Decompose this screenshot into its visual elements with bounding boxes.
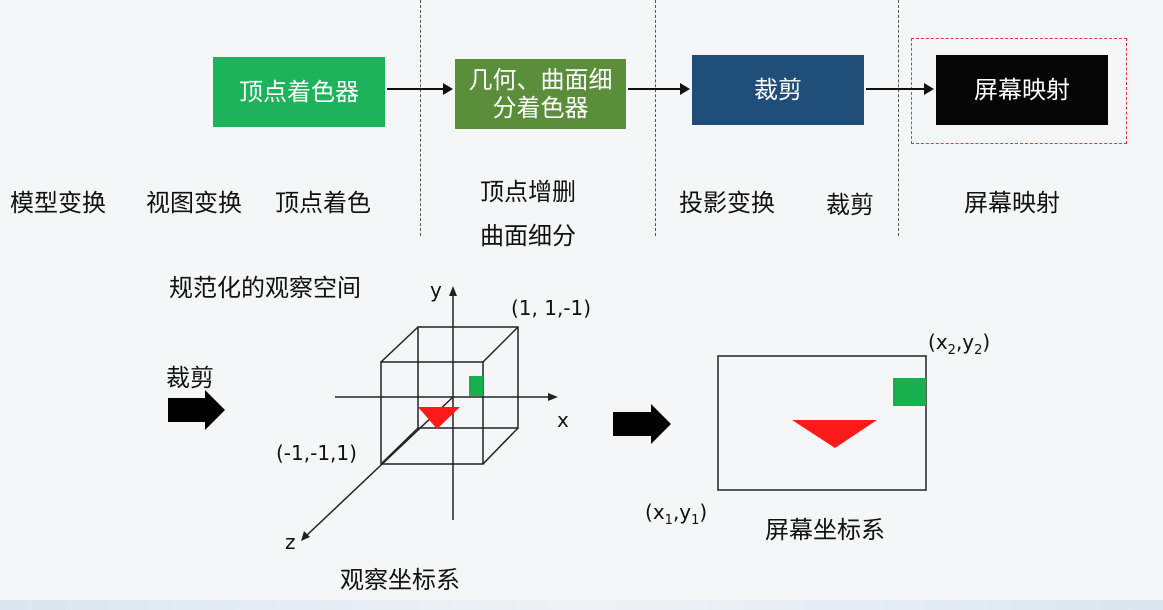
vertex-shader-box: 顶点着色器 — [213, 57, 385, 127]
vertex-add-delete-text: 顶点增删 — [480, 178, 576, 206]
clipping-step-text: 裁剪 — [826, 191, 874, 219]
projection-text: 投影变换 — [679, 189, 775, 217]
clipping-label: 裁剪 — [754, 76, 802, 104]
clipped-square — [469, 376, 483, 396]
screen-coords-caption: 屏幕坐标系 — [765, 516, 885, 544]
vertex-shader-label: 顶点着色器 — [239, 78, 359, 106]
z-axis-label: z — [285, 530, 296, 554]
screen-corner-min: (x1,y1) — [645, 500, 708, 528]
separator-line — [420, 0, 421, 236]
flow-arrow — [628, 83, 690, 95]
screen-mapping-step-text: 屏幕映射 — [964, 189, 1060, 217]
screen-mapping-label: 屏幕映射 — [974, 76, 1070, 104]
corner-min-label: (-1,-1,1) — [276, 441, 357, 465]
view-transform-text: 视图变换 — [146, 189, 242, 217]
clipping-box: 裁剪 — [692, 55, 864, 125]
model-transform-text: 模型变换 — [10, 189, 106, 217]
flow-arrow — [866, 83, 934, 95]
separator-line — [655, 0, 656, 236]
screen-mapping-highlight — [911, 38, 1127, 144]
bottom-strip — [0, 600, 1163, 610]
clipped-triangle — [418, 407, 460, 429]
geometry-tessellation-box: 几何、曲面细分着色器 — [455, 59, 626, 129]
vertex-shading-text: 顶点着色 — [275, 189, 371, 217]
corner-max-label: (1, 1,-1) — [511, 296, 592, 320]
geometry-tessellation-label: 几何、曲面细分着色器 — [468, 66, 613, 122]
flow-arrow — [387, 83, 453, 95]
screen-mapping-box: 屏幕映射 — [936, 55, 1108, 125]
x-axis-label: x — [557, 408, 569, 432]
screen-square — [893, 378, 926, 406]
normalized-view-space-text: 规范化的观察空间 — [169, 274, 361, 302]
clip-side-label: 裁剪 — [166, 364, 214, 392]
separator-line — [898, 0, 899, 236]
y-axis-label: y — [430, 278, 442, 302]
tessellation-text: 曲面细分 — [480, 222, 576, 250]
screen-triangle — [792, 420, 877, 448]
view-coords-caption: 观察坐标系 — [340, 566, 460, 594]
screen-corner-max: (x2,y2) — [928, 330, 991, 358]
